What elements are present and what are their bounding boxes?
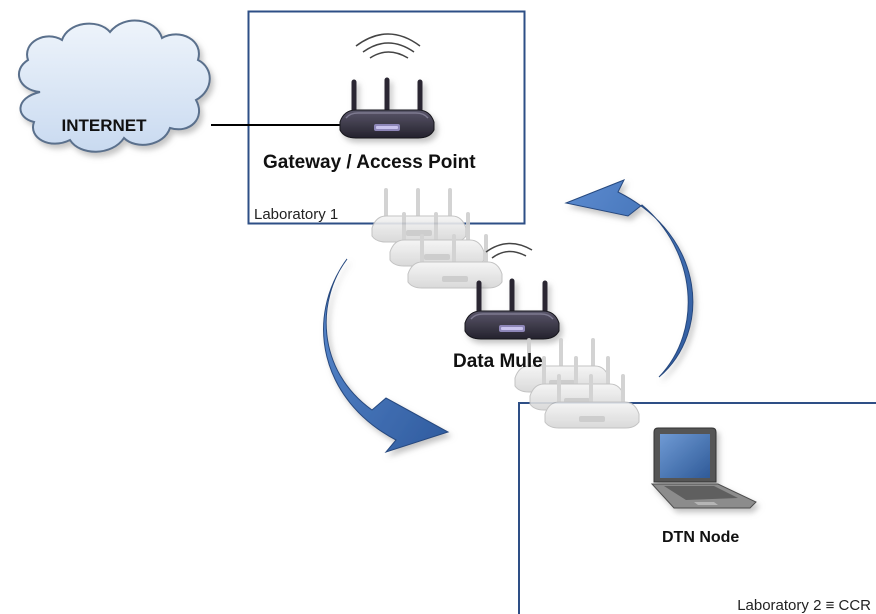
internet-label: INTERNET <box>62 116 148 135</box>
ghost-router-trail-upper <box>370 188 504 290</box>
laboratory-2-label: Laboratory 2 ≡ CCR <box>737 597 871 614</box>
laptop-icon <box>650 427 757 509</box>
data-mule-label: Data Mule <box>453 351 543 372</box>
wireless-router-icon <box>465 281 559 339</box>
cloud-icon <box>17 19 211 153</box>
wifi-signal-icon <box>485 242 533 259</box>
wifi-signal-icon <box>355 33 421 59</box>
laboratory-2-room <box>518 402 876 614</box>
dtn-node-label: DTN Node <box>662 529 739 546</box>
wireless-router-icon <box>340 80 434 138</box>
mule-path-arrow-up <box>564 179 694 378</box>
mule-path-arrow-down <box>323 258 450 454</box>
laboratory-1-label: Laboratory 1 <box>254 206 338 223</box>
gateway-label: Gateway / Access Point <box>263 152 476 173</box>
